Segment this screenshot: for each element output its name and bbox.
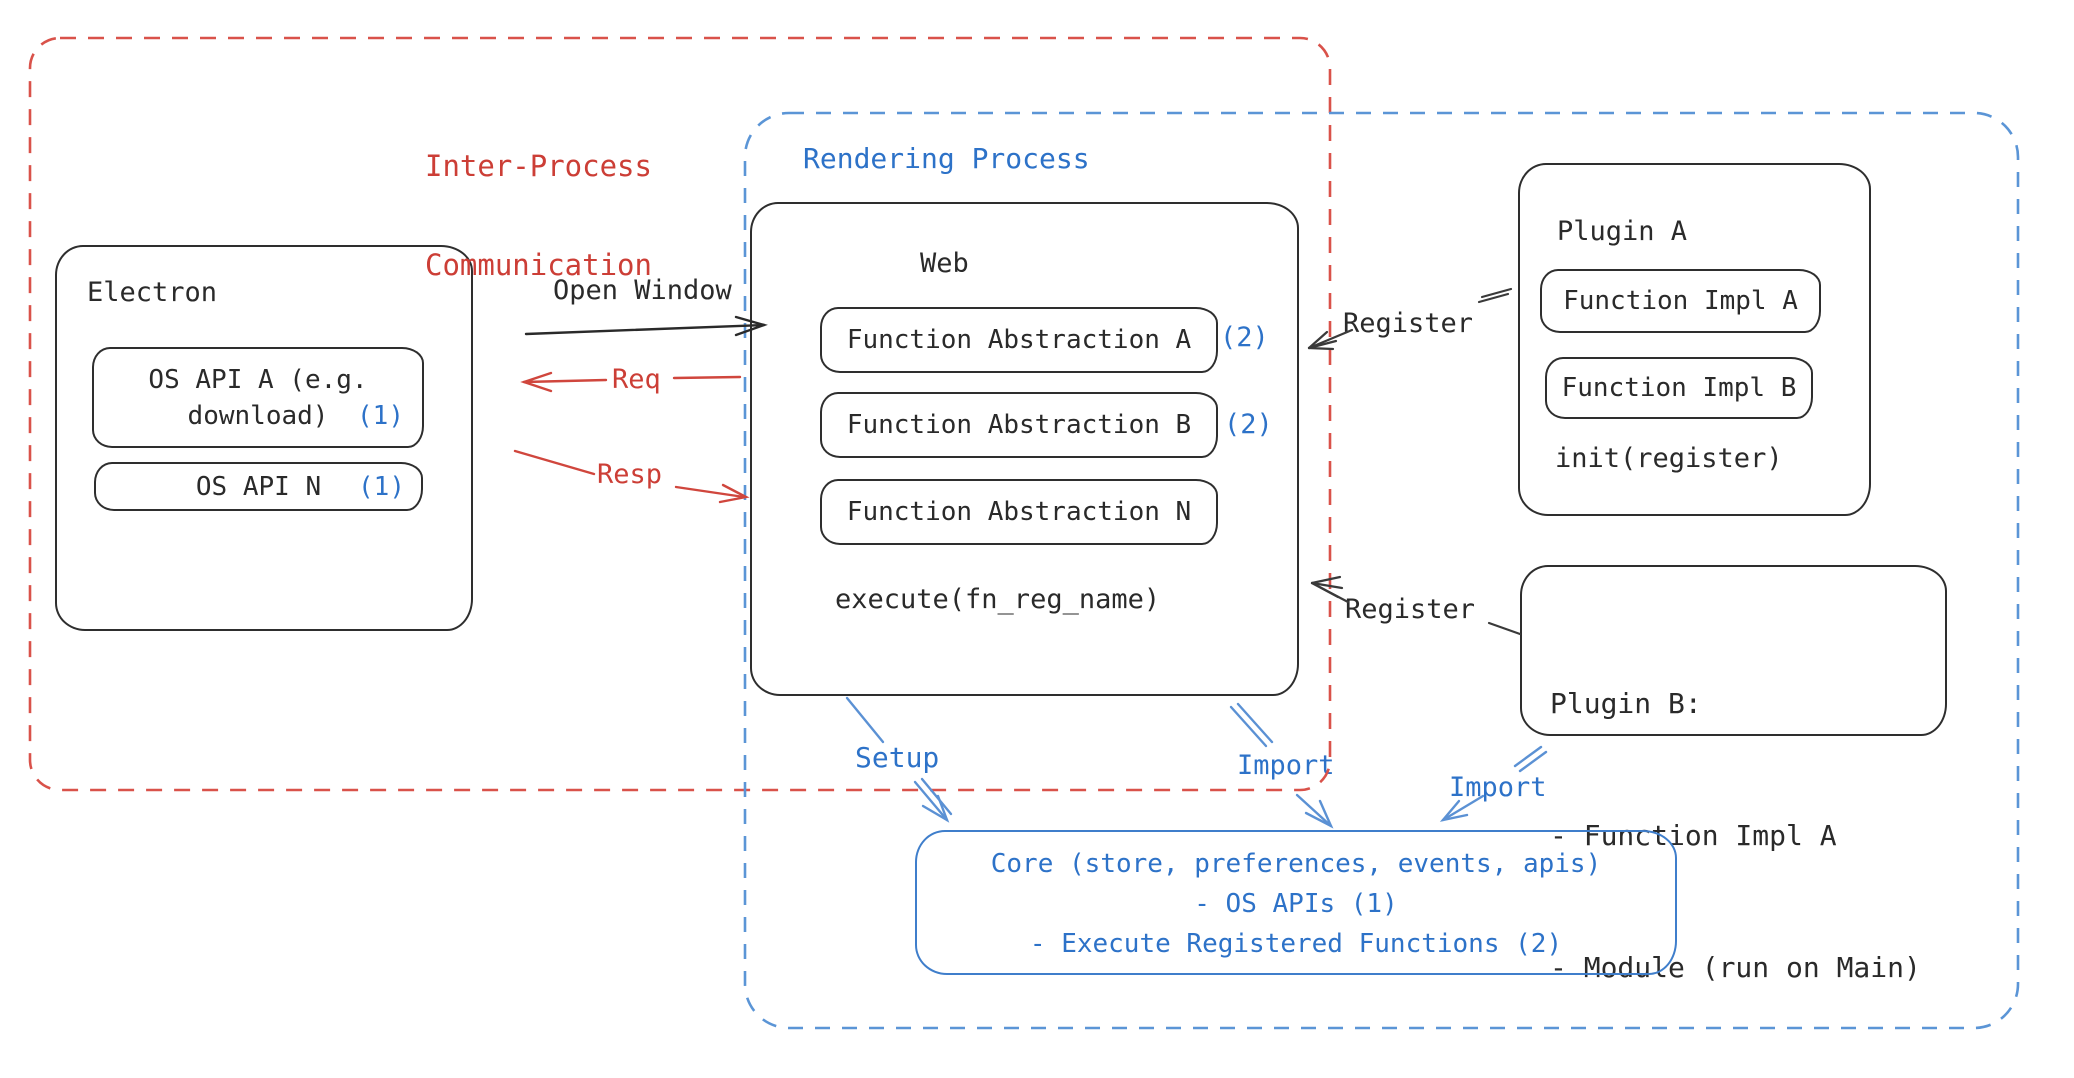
web-title: Web	[920, 248, 969, 279]
register-bottom-label: Register	[1345, 594, 1476, 625]
function-abstraction-a-badge: (2)	[1220, 322, 1269, 353]
os-api-n-badge: (1)	[358, 472, 405, 502]
web-box: Web Function Abstraction A (2) Function …	[750, 202, 1299, 696]
core-line-2: - OS APIs (1)	[1194, 889, 1398, 919]
function-abstraction-a-box: Function Abstraction A	[820, 307, 1218, 373]
rendering-process-label: Rendering Process	[803, 142, 1090, 175]
os-api-a-label-line1: OS API A (e.g.	[148, 364, 368, 395]
function-abstraction-b-box: Function Abstraction B	[820, 392, 1218, 458]
os-api-a-box: OS API A (e.g. download) (1)	[92, 347, 424, 448]
ipc-label-line1: Inter-Process	[425, 149, 652, 183]
os-api-n-box: OS API N (1)	[94, 462, 423, 511]
function-abstraction-b-label: Function Abstraction B	[846, 410, 1192, 440]
plugin-b-title: Plugin B:	[1550, 687, 1702, 720]
function-impl-a-box: Function Impl A	[1540, 269, 1821, 333]
open-window-label: Open Window	[553, 275, 732, 306]
electron-box: Electron OS API A (e.g. download) (1) OS…	[55, 245, 473, 631]
electron-title: Electron	[87, 277, 218, 308]
plugin-a-box: Plugin A Function Impl A Function Impl B…	[1518, 163, 1871, 516]
os-api-n-label: OS API N	[195, 471, 322, 502]
plugin-a-init-label: init(register)	[1555, 443, 1783, 474]
import-left-label: Import	[1237, 750, 1335, 781]
function-abstraction-n-label: Function Abstraction N	[846, 497, 1192, 527]
resp-label: Resp	[597, 459, 663, 490]
function-abstraction-b-badge: (2)	[1224, 409, 1273, 440]
core-line-3: - Execute Registered Functions (2)	[1029, 929, 1563, 959]
function-impl-b-label: Function Impl B	[1561, 373, 1797, 403]
plugin-b-box: Plugin B: - Function Impl A - Module (ru…	[1520, 565, 1947, 984]
function-impl-a-label: Function Impl A	[1563, 286, 1798, 316]
setup-label: Setup	[855, 741, 940, 774]
execute-label: execute(fn_reg_name)	[835, 584, 1161, 615]
core-line-1: Core (store, preferences, events, apis)	[990, 849, 1602, 879]
open-window-arrow	[524, 315, 768, 337]
function-impl-b-box: Function Impl B	[1545, 357, 1813, 419]
req-label: Req	[612, 364, 661, 395]
core-box: Core (store, preferences, events, apis) …	[915, 830, 1677, 975]
import-right-label: Import	[1449, 772, 1547, 803]
function-abstraction-a-label: Function Abstraction A	[846, 325, 1192, 355]
function-abstraction-n-box: Function Abstraction N	[820, 479, 1218, 545]
register-top-label: Register	[1343, 308, 1474, 339]
os-api-a-badge: (1)	[357, 400, 404, 431]
plugin-a-title: Plugin A	[1557, 216, 1688, 247]
